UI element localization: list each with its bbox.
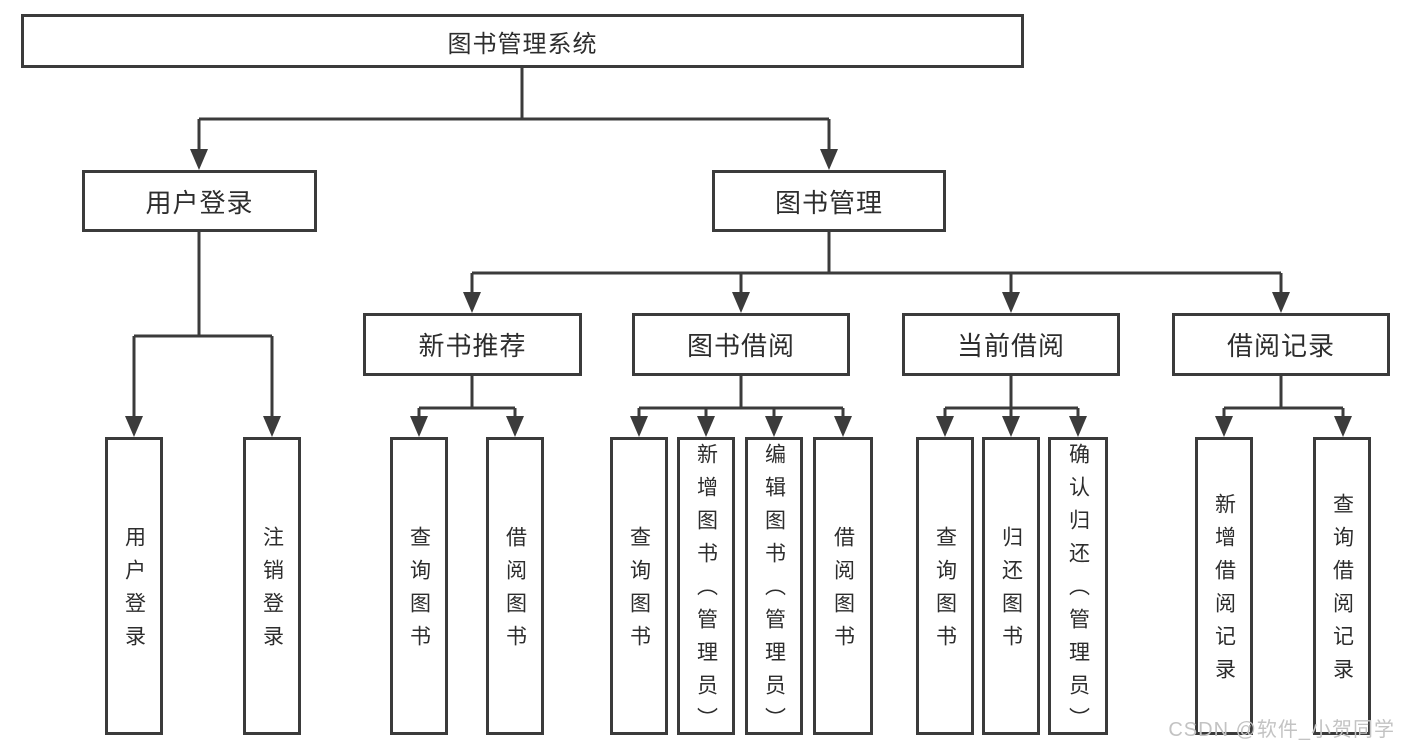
node-new-book-recommend: 新书推荐 [363,313,582,376]
arrowheads [125,149,1352,437]
node-new-book-recommend-label: 新书推荐 [418,331,527,361]
leaf-add-borrow-record: 新增借阅记录 [1195,437,1253,735]
node-user-login-label: 用户登录 [145,187,254,218]
node-current-borrow: 当前借阅 [902,313,1120,376]
leaf-confirm-return-admin-label: 确认归还（管理员） [1066,443,1090,740]
leaf-query-books-borrow: 查询图书 [610,437,668,735]
node-root: 图书管理系统 [21,14,1024,68]
leaf-logout: 注销登录 [243,437,301,735]
node-borrow-records-label: 借阅记录 [1226,331,1335,361]
leaf-user-login: 用户登录 [105,437,163,735]
node-book-management: 图书管理 [712,170,946,232]
leaf-query-books-borrow-label: 查询图书 [627,525,651,658]
node-root-label: 图书管理系统 [447,30,598,58]
leaf-add-book-admin-label: 新增图书（管理员） [694,443,718,740]
leaf-query-borrow-record-label: 查询借阅记录 [1330,492,1354,691]
node-book-borrow: 图书借阅 [632,313,850,376]
node-book-management-label: 图书管理 [774,187,883,218]
leaf-borrow-books-recommend: 借阅图书 [486,437,544,735]
leaf-query-books-current: 查询图书 [916,437,974,735]
leaf-borrow-books-borrow-label: 借阅图书 [831,525,855,658]
leaf-borrow-books-recommend-label: 借阅图书 [503,525,527,658]
leaf-query-books-recommend-label: 查询图书 [407,525,431,658]
leaf-user-login-label: 用户登录 [122,525,146,658]
leaf-edit-book-admin-label: 编辑图书（管理员） [762,443,786,740]
leaf-return-books-label: 归还图书 [999,525,1023,658]
leaf-return-books: 归还图书 [982,437,1040,735]
leaf-query-borrow-record: 查询借阅记录 [1313,437,1371,735]
leaf-confirm-return-admin: 确认归还（管理员） [1048,437,1108,740]
leaf-logout-label: 注销登录 [260,525,284,658]
watermark: CSDN @软件_小贺同学 [1168,719,1395,741]
node-borrow-records: 借阅记录 [1172,313,1390,376]
leaf-add-borrow-record-label: 新增借阅记录 [1212,492,1236,691]
node-user-login: 用户登录 [82,170,317,232]
leaf-borrow-books-borrow: 借阅图书 [813,437,873,735]
leaf-add-book-admin: 新增图书（管理员） [677,437,735,740]
node-current-borrow-label: 当前借阅 [956,331,1065,361]
leaf-query-books-recommend: 查询图书 [390,437,448,735]
leaf-edit-book-admin: 编辑图书（管理员） [745,437,803,740]
node-book-borrow-label: 图书借阅 [686,331,795,361]
leaf-query-books-current-label: 查询图书 [933,525,957,658]
connector-path [132,67,1345,419]
